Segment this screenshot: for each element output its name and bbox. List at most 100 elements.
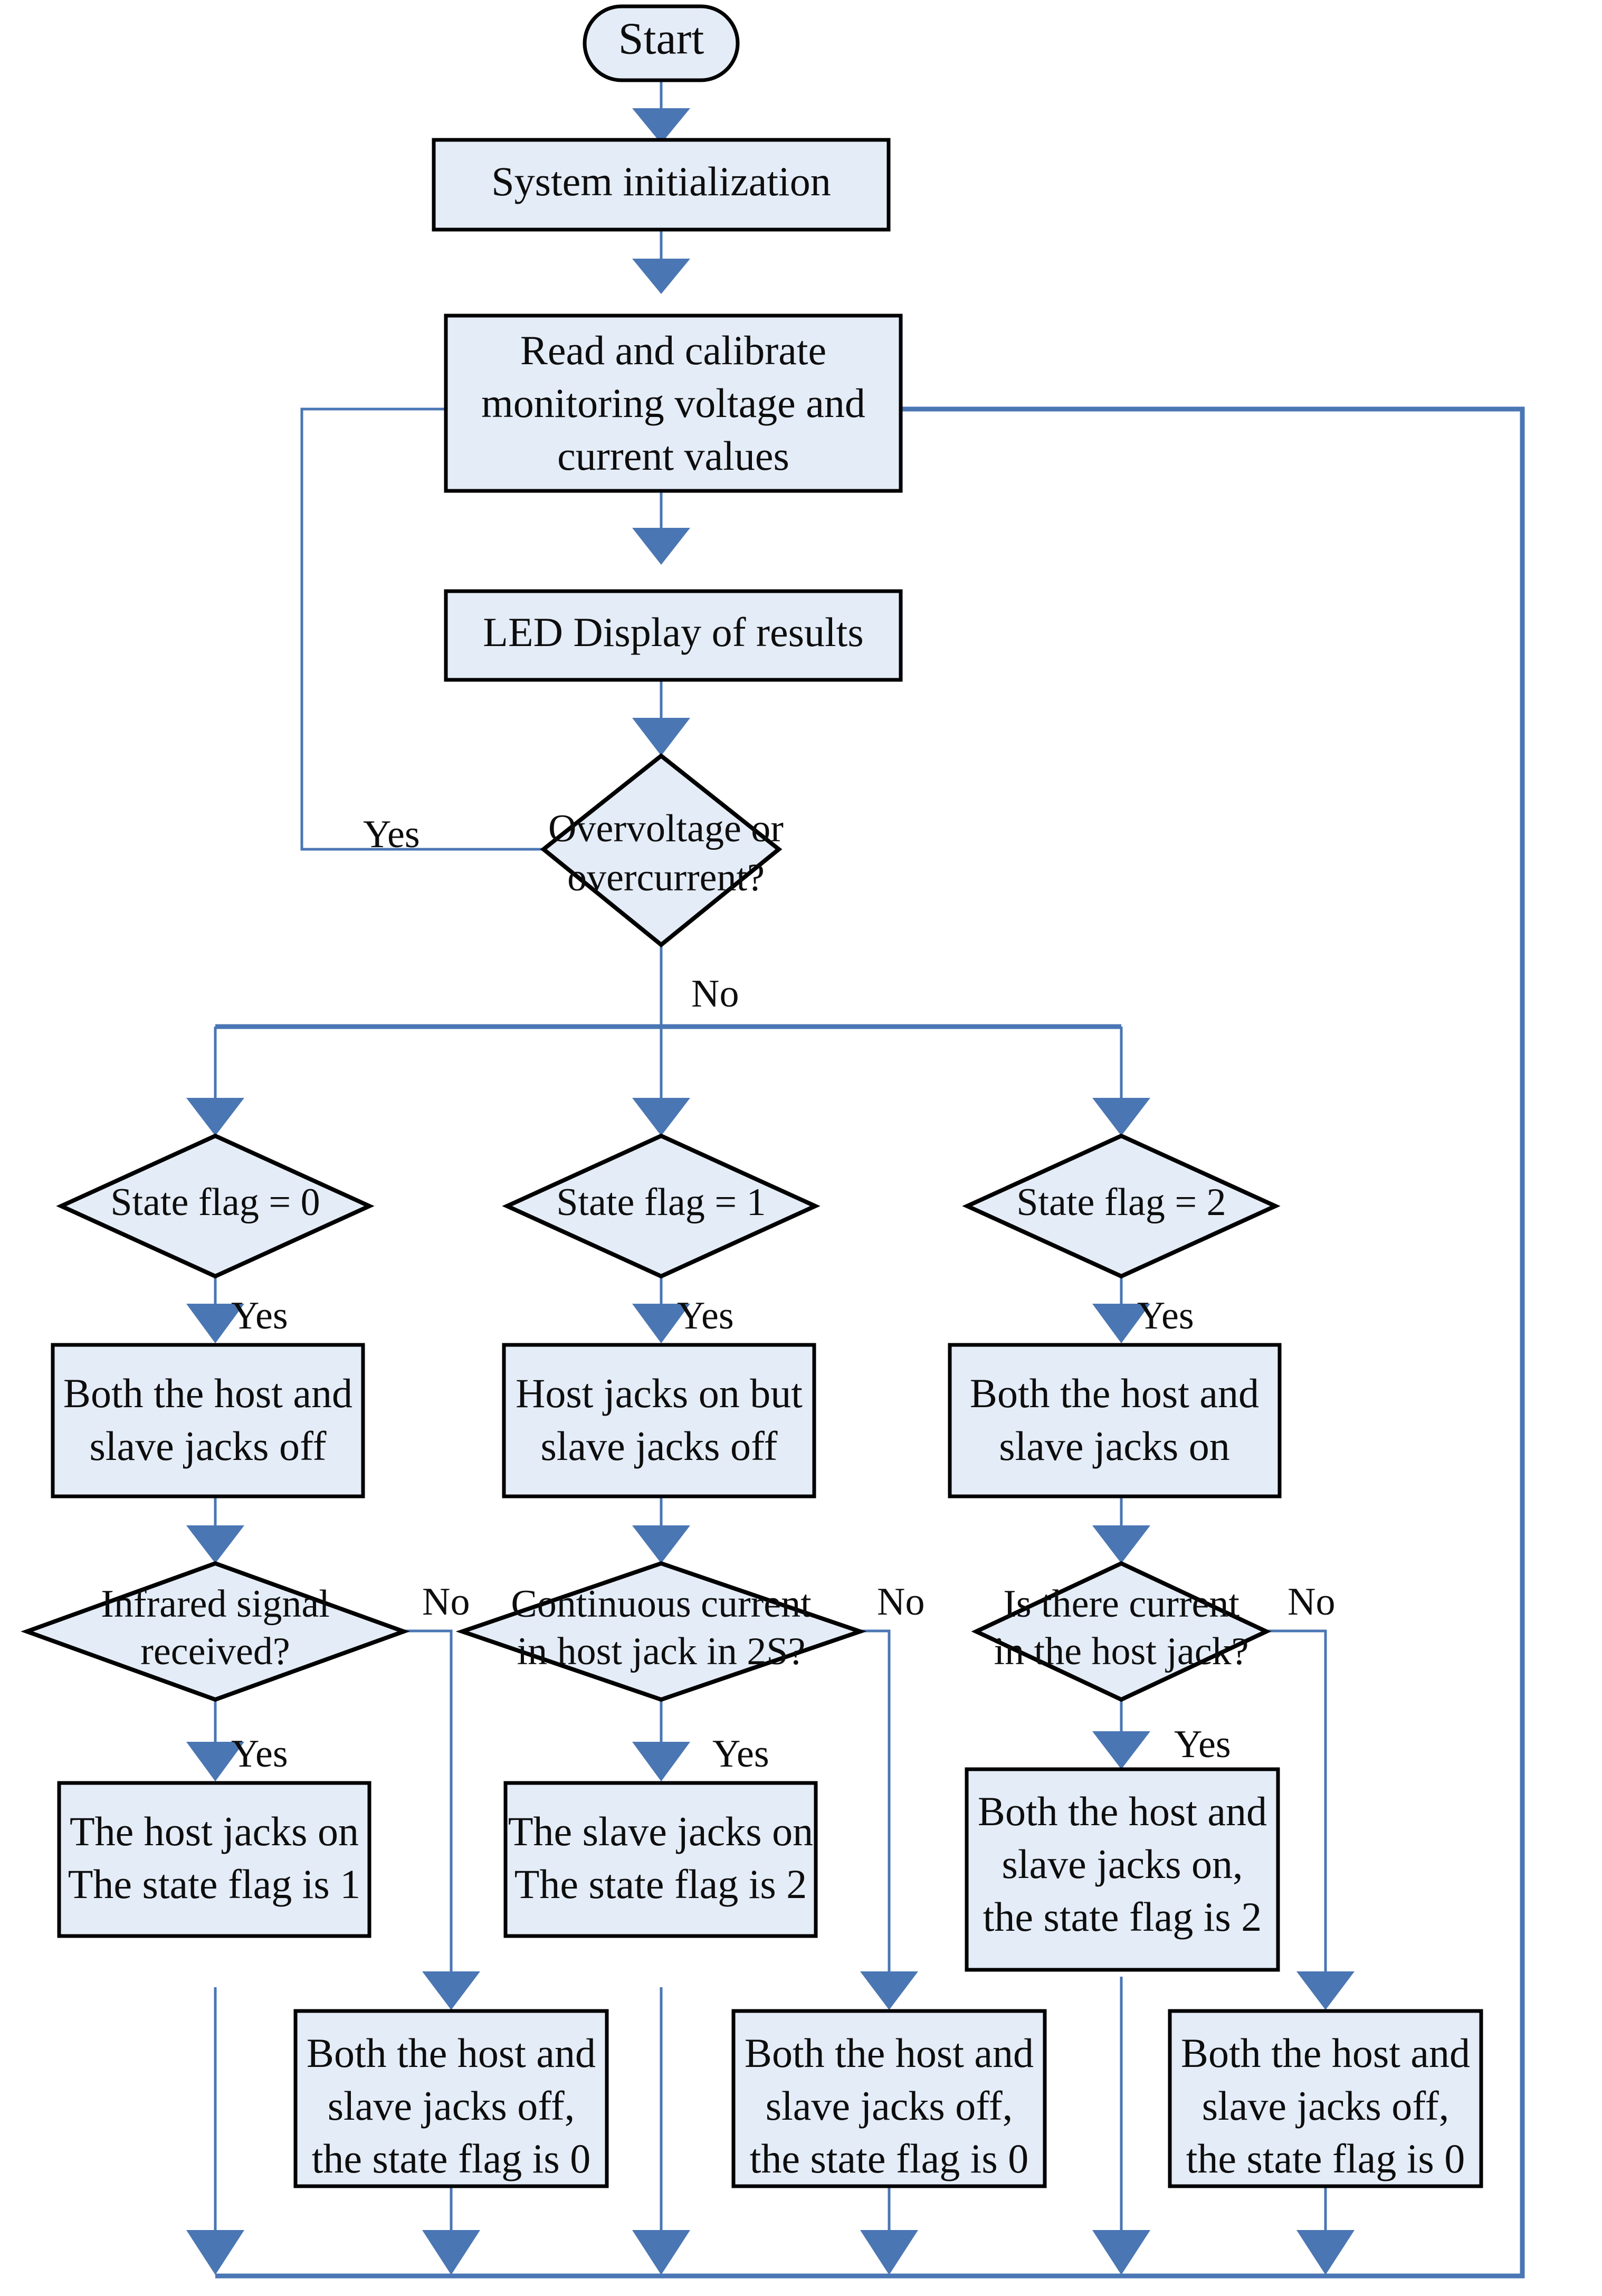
arrowhead-flag2 bbox=[1092, 1098, 1150, 1136]
node-both-on-flag2-line3: the state flag is 2 bbox=[983, 1894, 1262, 1940]
node-current-line1: Is there current bbox=[1003, 1582, 1239, 1626]
node-current-line2: in the host jack? bbox=[994, 1630, 1249, 1673]
node-bottom-b-line3: the state flag is 0 bbox=[750, 2136, 1029, 2181]
node-host-on-flag1-line2: The state flag is 1 bbox=[68, 1861, 361, 1907]
node-overvoltage-line2: overcurrent? bbox=[567, 856, 765, 899]
edge-label-layer: Yes No Yes Yes Yes Yes No Yes No Yes No bbox=[231, 813, 1335, 1776]
edge-label-current-no: No bbox=[1288, 1580, 1335, 1624]
edge-continuous-no bbox=[860, 1629, 891, 1977]
arrowhead-current bbox=[1092, 1525, 1150, 1563]
node-continuous-line2: in host jack in 2S? bbox=[517, 1630, 806, 1673]
node-host-on-flag1[interactable] bbox=[57, 1781, 371, 1938]
node-bottom-a-line2: slave jacks off, bbox=[328, 2083, 575, 2129]
node-bottom-a-line3: the state flag is 0 bbox=[312, 2136, 591, 2181]
node-state-flag-0-label: State flag = 0 bbox=[110, 1181, 320, 1224]
arrowhead-infrared bbox=[186, 1525, 244, 1563]
node-start[interactable] bbox=[583, 4, 740, 82]
node-system-init-label: System initialization bbox=[491, 158, 831, 204]
node-slave-on-flag2[interactable] bbox=[503, 1781, 818, 1938]
edge-label-current-yes: Yes bbox=[1174, 1723, 1231, 1766]
node-bottom-both-off-flag0-c[interactable] bbox=[1168, 2009, 1483, 2188]
arrowhead-bus-6 bbox=[1296, 2230, 1355, 2275]
arrowhead-bothoff bbox=[186, 1304, 244, 1343]
node-state-flag-2[interactable] bbox=[962, 1133, 1281, 1279]
arrowhead-hostonslaveoff bbox=[632, 1304, 690, 1343]
node-read-calibrate[interactable] bbox=[444, 314, 903, 493]
node-state-flag-1-label: State flag = 1 bbox=[556, 1181, 766, 1224]
node-layer: Start System initialization Read and cal… bbox=[21, 4, 1483, 2188]
node-state-flag-0[interactable] bbox=[56, 1133, 375, 1279]
arrowhead-bothon bbox=[1092, 1304, 1150, 1343]
edge-label-overvoltage-no: No bbox=[691, 972, 739, 1016]
node-state-flag-2-label: State flag = 2 bbox=[1016, 1181, 1226, 1224]
node-bottom-b-line1: Both the host and bbox=[745, 2030, 1034, 2076]
arrowhead-bus-3 bbox=[632, 2230, 690, 2275]
arrowhead-read bbox=[632, 259, 690, 294]
node-read-calibrate-line1: Read and calibrate bbox=[520, 327, 826, 373]
arrowhead-bottombox-a bbox=[422, 1971, 480, 2010]
edge-bottom-bus-return bbox=[215, 406, 1525, 2279]
arrowhead-bus-4 bbox=[860, 2230, 918, 2275]
arrowhead-led bbox=[632, 528, 690, 565]
node-bottom-both-off-flag0-b[interactable] bbox=[731, 2009, 1047, 2188]
node-host-on-slave-off-line2: slave jacks off bbox=[540, 1423, 777, 1469]
node-bottom-b-line2: slave jacks off, bbox=[766, 2083, 1013, 2129]
arrowhead-flag1 bbox=[632, 1098, 690, 1136]
edge-label-flag1-yes: Yes bbox=[677, 1294, 734, 1337]
arrowhead-slaveonflag2 bbox=[632, 1742, 690, 1781]
node-both-on-flag2-line2: slave jacks on, bbox=[1002, 1841, 1243, 1887]
node-overvoltage-line1: Overvoltage or bbox=[548, 807, 784, 850]
node-both-jacks-off-line1: Both the host and bbox=[63, 1370, 352, 1416]
arrowhead-bothonflag2 bbox=[1092, 1731, 1150, 1769]
arrowhead-bus-1 bbox=[186, 2230, 244, 2275]
node-bottom-both-off-flag0-a[interactable] bbox=[293, 2009, 609, 2188]
arrowhead-bus-5 bbox=[1092, 2230, 1150, 2275]
arrowhead-flag0 bbox=[186, 1098, 244, 1136]
edge-infrared-no bbox=[404, 1629, 453, 1977]
node-bottom-c-line3: the state flag is 0 bbox=[1186, 2136, 1465, 2181]
arrowhead-bottombox-c bbox=[1296, 1971, 1355, 2010]
node-start-label: Start bbox=[618, 13, 704, 64]
node-read-calibrate-line2: monitoring voltage and bbox=[481, 380, 865, 426]
node-overvoltage-decision[interactable] bbox=[540, 753, 783, 948]
arrowhead-over bbox=[632, 718, 690, 756]
arrowhead-init bbox=[632, 108, 690, 144]
node-both-jacks-on[interactable] bbox=[948, 1343, 1282, 1498]
edge-label-flag0-yes: Yes bbox=[231, 1294, 288, 1337]
node-host-on-slave-off-line1: Host jacks on but bbox=[516, 1370, 803, 1416]
edge-label-infrared-no: No bbox=[422, 1580, 470, 1624]
arrowhead-bus-2 bbox=[422, 2230, 480, 2275]
node-host-on-slave-off[interactable] bbox=[502, 1343, 816, 1498]
node-infrared-decision[interactable] bbox=[21, 1561, 410, 1702]
node-slave-on-flag2-line1: The slave jacks on bbox=[508, 1808, 813, 1854]
node-bottom-a-line1: Both the host and bbox=[307, 2030, 596, 2076]
node-both-jacks-on-line1: Both the host and bbox=[970, 1370, 1259, 1416]
node-both-on-flag2[interactable] bbox=[965, 1767, 1280, 1972]
arrowhead-hostonflag1 bbox=[186, 1742, 244, 1781]
edge-label-continuous-no: No bbox=[877, 1580, 924, 1624]
node-host-on-flag1-line1: The host jacks on bbox=[70, 1808, 359, 1854]
edge-current-no bbox=[1266, 1629, 1327, 1977]
node-led-display-label: LED Display of results bbox=[483, 609, 863, 655]
node-continuous-decision[interactable] bbox=[455, 1561, 867, 1702]
node-continuous-line1: Continuous current bbox=[511, 1582, 812, 1626]
node-bottom-c-line1: Both the host and bbox=[1181, 2030, 1470, 2076]
node-both-jacks-off-line2: slave jacks off bbox=[89, 1423, 326, 1469]
edge-label-continuous-yes: Yes bbox=[712, 1732, 769, 1776]
node-both-on-flag2-line1: Both the host and bbox=[978, 1788, 1267, 1834]
node-system-init[interactable] bbox=[432, 138, 891, 232]
edge-label-overvoltage-yes: Yes bbox=[363, 813, 420, 856]
node-current-decision[interactable] bbox=[971, 1561, 1272, 1702]
node-bottom-c-line2: slave jacks off, bbox=[1202, 2083, 1450, 2129]
node-led-display[interactable] bbox=[444, 589, 903, 682]
node-state-flag-1[interactable] bbox=[502, 1133, 821, 1279]
arrowhead-bottombox-b bbox=[860, 1971, 918, 2010]
node-both-jacks-on-line2: slave jacks on bbox=[999, 1423, 1230, 1469]
edge-label-infrared-yes: Yes bbox=[231, 1732, 288, 1776]
connector-layer bbox=[186, 79, 1525, 2279]
edge-label-flag2-yes: Yes bbox=[1137, 1294, 1194, 1337]
node-both-jacks-off[interactable] bbox=[51, 1343, 365, 1498]
node-infrared-line1: Infrared signal bbox=[101, 1582, 330, 1626]
